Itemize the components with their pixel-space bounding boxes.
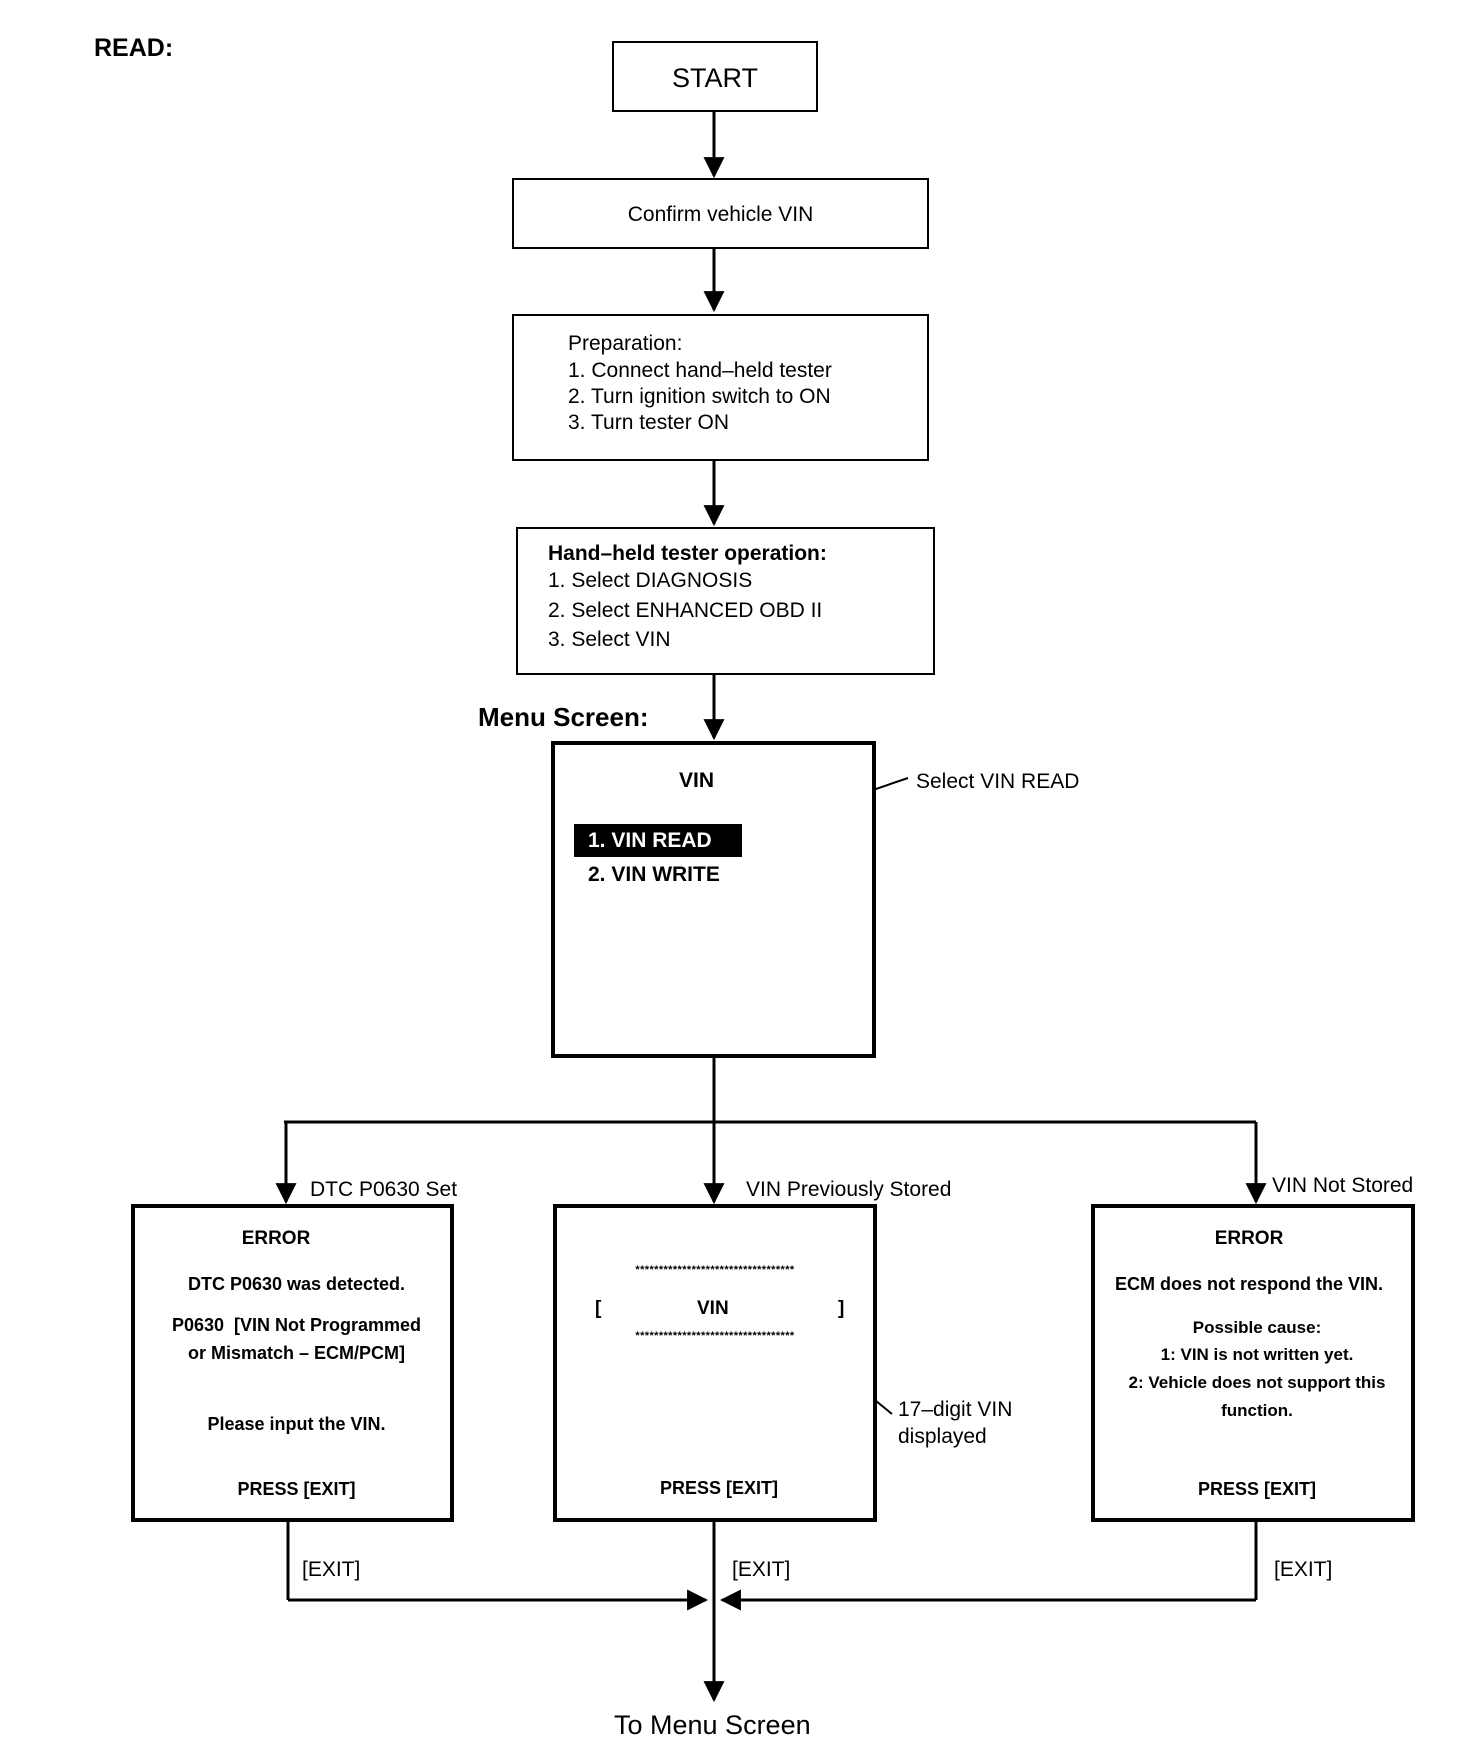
menu-item-vin-write[interactable]: 2. VIN WRITE bbox=[588, 863, 720, 886]
right-error-line: 2: Vehicle does not support this bbox=[1128, 1373, 1386, 1392]
menu-item-vin-read[interactable]: 1. VIN READ bbox=[574, 824, 742, 857]
right-error-line: ECM does not respond the VIN. bbox=[1114, 1274, 1383, 1294]
right-error-line: function. bbox=[1221, 1401, 1293, 1420]
exit-label-center: [EXIT] bbox=[732, 1558, 791, 1581]
left-error-line: DTC P0630 was detected. bbox=[187, 1274, 406, 1294]
right-press-exit: PRESS [EXIT] bbox=[1197, 1479, 1317, 1499]
menu-screen-box: VIN 1. VIN READ 2. VIN WRITE bbox=[551, 741, 876, 1058]
branch-label-vin-stored: VIN Previously Stored bbox=[746, 1178, 952, 1201]
menu-screen-title: VIN bbox=[679, 769, 715, 792]
vin-stars-top: ********************************** bbox=[635, 1264, 795, 1276]
exit-label-right: [EXIT] bbox=[1274, 1558, 1333, 1581]
center-vin-screen: ********************************** [ VIN… bbox=[553, 1204, 877, 1522]
branch-label-dtc-p0630: DTC P0630 Set bbox=[310, 1178, 458, 1201]
preparation-step: 3. Turn tester ON bbox=[568, 411, 730, 434]
left-error-line: Please input the VIN. bbox=[207, 1414, 386, 1434]
branch-label-vin-not-stored: VIN Not Stored bbox=[1272, 1174, 1414, 1197]
left-error-line: or Mismatch – ECM/PCM] bbox=[187, 1343, 406, 1363]
tester-operation-box: Hand–held tester operation: 1. Select DI… bbox=[516, 527, 935, 675]
to-menu-screen-label: To Menu Screen bbox=[614, 1710, 811, 1740]
preparation-step: 1. Connect hand–held tester bbox=[568, 359, 832, 382]
preparation-step: 2. Turn ignition switch to ON bbox=[568, 385, 831, 408]
start-box: START bbox=[612, 41, 818, 112]
tester-operation-step: 1. Select DIAGNOSIS bbox=[548, 569, 753, 592]
menu-screen-label: Menu Screen: bbox=[478, 702, 649, 732]
right-error-screen: ERROR ECM does not respond the VIN. Poss… bbox=[1091, 1204, 1415, 1522]
right-error-line: 1: VIN is not written yet. bbox=[1160, 1345, 1354, 1364]
tester-operation-step: 2. Select ENHANCED OBD II bbox=[548, 599, 823, 622]
right-error-line: Possible cause: bbox=[1192, 1318, 1322, 1337]
confirm-vin-box: Confirm vehicle VIN bbox=[512, 178, 929, 249]
left-press-exit: PRESS [EXIT] bbox=[237, 1479, 356, 1499]
vin-callout-line1: 17–digit VIN bbox=[898, 1398, 1013, 1421]
tester-operation-heading: Hand–held tester operation: bbox=[548, 542, 827, 565]
page-title: READ: bbox=[94, 34, 174, 62]
exit-label-left: [EXIT] bbox=[302, 1558, 361, 1581]
left-error-title: ERROR bbox=[241, 1228, 311, 1249]
preparation-box: Preparation: 1. Connect hand–held tester… bbox=[512, 314, 929, 461]
left-error-line: P0630 [VIN Not Programmed bbox=[171, 1315, 422, 1335]
vin-bracket-close: ] bbox=[838, 1298, 845, 1319]
right-error-title: ERROR bbox=[1214, 1228, 1284, 1249]
confirm-vin-label: Confirm vehicle VIN bbox=[627, 203, 814, 226]
vin-field: VIN bbox=[697, 1298, 729, 1319]
select-vin-read-callout: Select VIN READ bbox=[916, 770, 1080, 793]
vin-callout-line2: displayed bbox=[898, 1425, 987, 1448]
preparation-heading: Preparation: bbox=[568, 332, 683, 355]
left-error-screen: ERROR DTC P0630 was detected. P0630 [VIN… bbox=[131, 1204, 454, 1522]
tester-operation-step: 3. Select VIN bbox=[548, 628, 671, 651]
vin-bracket-open: [ bbox=[595, 1298, 602, 1319]
start-label: START bbox=[671, 63, 758, 93]
vin-stars-bottom: ********************************** bbox=[635, 1330, 795, 1342]
center-press-exit: PRESS [EXIT] bbox=[659, 1478, 779, 1498]
